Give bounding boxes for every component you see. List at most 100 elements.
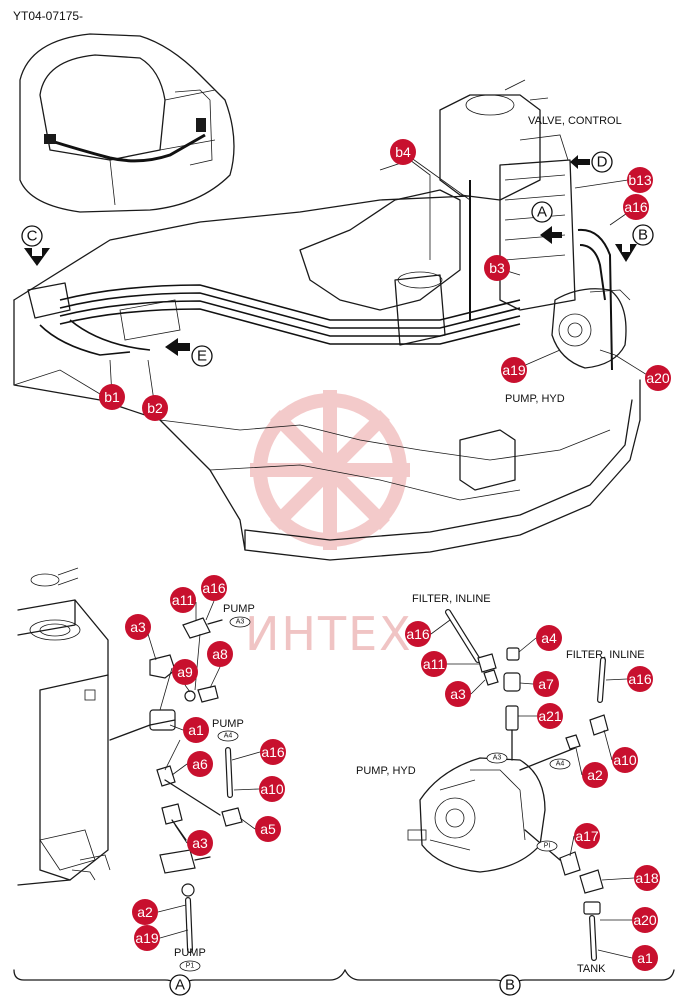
svg-text:a16: a16 bbox=[624, 199, 648, 215]
callout-a9-left: a9 bbox=[172, 659, 198, 685]
svg-text:PI: PI bbox=[544, 843, 551, 850]
svg-text:a16: a16 bbox=[406, 626, 430, 642]
callout-a5-left: a5 bbox=[255, 816, 281, 842]
svg-text:A: A bbox=[175, 977, 185, 994]
detail-b bbox=[407, 609, 609, 961]
port-p1-left: P1 bbox=[179, 960, 201, 972]
svg-text:A3: A3 bbox=[493, 755, 502, 762]
callout-a1-right: a1 bbox=[632, 945, 658, 971]
svg-text:b2: b2 bbox=[147, 400, 163, 416]
label-pump-a4: PUMP bbox=[212, 718, 244, 730]
svg-text:a1: a1 bbox=[637, 950, 653, 966]
label-filter-inline-left: FILTER, INLINE bbox=[412, 593, 491, 605]
svg-text:a3: a3 bbox=[192, 835, 208, 851]
svg-text:a7: a7 bbox=[538, 676, 554, 692]
callout-a17-right: a17 bbox=[574, 823, 600, 849]
svg-text:a20: a20 bbox=[633, 912, 657, 928]
view-marker-c: C bbox=[21, 225, 43, 247]
svg-text:a10: a10 bbox=[613, 752, 637, 768]
callout-a16-right-1: a16 bbox=[405, 621, 431, 647]
callout-a4-right: a4 bbox=[536, 625, 562, 651]
svg-text:a6: a6 bbox=[192, 756, 208, 772]
svg-text:E: E bbox=[197, 348, 207, 365]
label-pump-hyd-b: PUMP, HYD bbox=[356, 765, 416, 777]
callout-a2-left: a2 bbox=[132, 899, 158, 925]
svg-text:a17: a17 bbox=[575, 828, 599, 844]
callout-a7-right: a7 bbox=[533, 671, 559, 697]
callout-a10-right: a10 bbox=[612, 747, 638, 773]
svg-text:A: A bbox=[537, 204, 547, 221]
callout-a1-left: a1 bbox=[183, 717, 209, 743]
svg-text:C: C bbox=[27, 228, 38, 245]
callout-b3: b3 bbox=[484, 255, 510, 281]
document-id: YT04-07175- bbox=[13, 9, 83, 23]
callout-a10-left: a10 bbox=[259, 776, 285, 802]
svg-text:a8: a8 bbox=[212, 646, 228, 662]
callout-b1: b1 bbox=[99, 384, 125, 410]
svg-text:b13: b13 bbox=[628, 172, 652, 188]
svg-text:A4: A4 bbox=[556, 761, 565, 768]
svg-text:a5: a5 bbox=[260, 821, 276, 837]
watermark-text: ИНТЕХ bbox=[245, 607, 413, 661]
leader-lines-bottom bbox=[147, 600, 635, 959]
cab-inset bbox=[19, 33, 235, 213]
label-filter-inline-right: FILTER, INLINE bbox=[566, 649, 645, 661]
svg-text:a16: a16 bbox=[202, 580, 226, 596]
view-marker-a-bottom: A bbox=[169, 974, 191, 996]
svg-text:A3: A3 bbox=[236, 619, 245, 626]
svg-text:a19: a19 bbox=[502, 362, 526, 378]
svg-text:a4: a4 bbox=[541, 630, 557, 646]
label-pump-hyd-top: PUMP, HYD bbox=[505, 393, 565, 405]
callout-a20-top: a20 bbox=[645, 365, 671, 391]
view-marker-e: E bbox=[191, 345, 213, 367]
callout-b2: b2 bbox=[142, 395, 168, 421]
label-pump-p1: PUMP bbox=[174, 947, 206, 959]
svg-text:b4: b4 bbox=[395, 144, 411, 160]
view-marker-d: D bbox=[591, 151, 613, 173]
port-a4-left: A4 bbox=[217, 730, 239, 742]
callout-a16-left-2: a16 bbox=[260, 739, 286, 765]
callout-a19-left: a19 bbox=[134, 925, 160, 951]
callout-a19-top: a19 bbox=[501, 357, 527, 383]
svg-text:a9: a9 bbox=[177, 664, 193, 680]
svg-text:a19: a19 bbox=[135, 930, 159, 946]
svg-text:a1: a1 bbox=[188, 722, 204, 738]
view-marker-b-top: B bbox=[632, 224, 654, 246]
callout-a16-right-2: a16 bbox=[627, 666, 653, 692]
detail-a bbox=[17, 567, 243, 953]
port-pi-right: PI bbox=[536, 840, 558, 852]
callout-a16-left-1: a16 bbox=[201, 575, 227, 601]
svg-text:b3: b3 bbox=[489, 260, 505, 276]
view-marker-b-bottom: B bbox=[499, 974, 521, 996]
svg-text:a20: a20 bbox=[646, 370, 670, 386]
label-valve-control: VALVE, CONTROL bbox=[528, 115, 622, 127]
view-marker-a-top: A bbox=[531, 201, 553, 223]
port-a3-left: A3 bbox=[229, 616, 251, 628]
callout-a2-right: a2 bbox=[582, 762, 608, 788]
port-a3-right: A3 bbox=[486, 752, 508, 764]
svg-text:a11: a11 bbox=[172, 592, 195, 608]
callout-b13: b13 bbox=[627, 167, 653, 193]
watermark: ИНТЕХ bbox=[245, 390, 413, 661]
svg-text:a16: a16 bbox=[261, 744, 285, 760]
svg-text:B: B bbox=[638, 227, 648, 244]
svg-text:B: B bbox=[505, 977, 515, 994]
svg-text:a18: a18 bbox=[635, 870, 659, 886]
callout-a3-left-2: a3 bbox=[187, 830, 213, 856]
callout-a6-left: a6 bbox=[187, 751, 213, 777]
svg-text:b1: b1 bbox=[104, 389, 120, 405]
section-brackets bbox=[13, 969, 675, 991]
callout-a21-right: a21 bbox=[537, 703, 563, 729]
callout-a20-right: a20 bbox=[632, 907, 658, 933]
svg-text:a11: a11 bbox=[423, 656, 446, 672]
label-pump-a3: PUMP bbox=[223, 603, 255, 615]
callout-a18-right: a18 bbox=[634, 865, 660, 891]
callout-a3-right: a3 bbox=[445, 681, 471, 707]
svg-text:a3: a3 bbox=[130, 619, 146, 635]
callout-a11-right: a11 bbox=[421, 651, 447, 677]
callout-a16-top: a16 bbox=[623, 194, 649, 220]
svg-text:A4: A4 bbox=[224, 733, 233, 740]
svg-text:a2: a2 bbox=[587, 767, 603, 783]
svg-text:P1: P1 bbox=[186, 963, 195, 970]
